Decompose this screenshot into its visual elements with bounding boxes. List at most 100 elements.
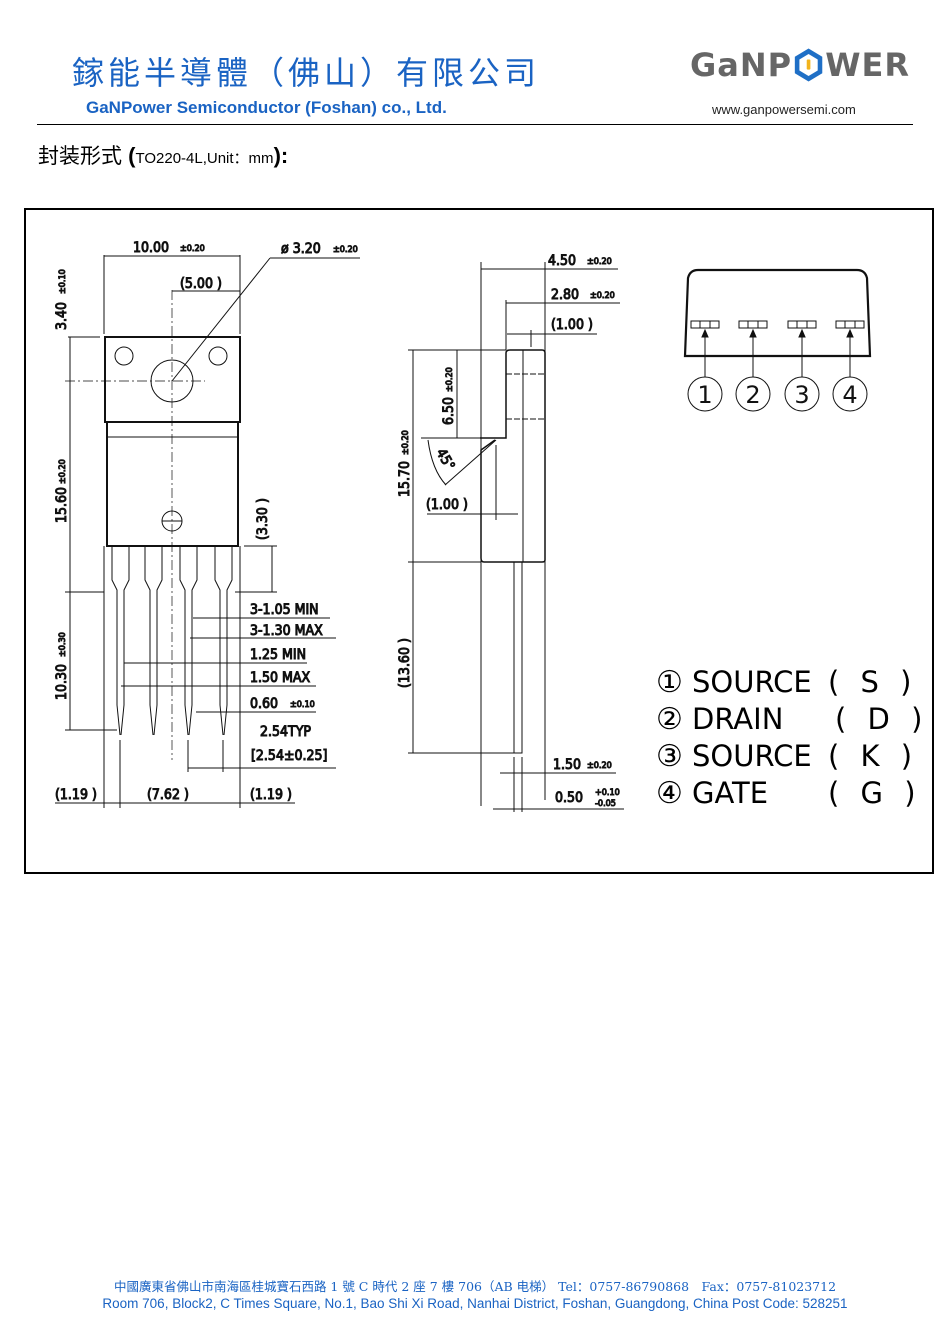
pin-number-1: 1 bbox=[697, 381, 712, 409]
pin-row: ① SOURCE ( S ) bbox=[656, 664, 928, 701]
dim-lead-length: 10.30 bbox=[54, 664, 70, 700]
dim-hole-tol: ±0.20 bbox=[333, 245, 358, 255]
pin-list-abbr: ( G ) bbox=[828, 776, 922, 810]
dim-lead-w4: 1.50 MAX bbox=[250, 670, 311, 686]
pin-number-2: 2 bbox=[745, 381, 760, 409]
angle-arc bbox=[427, 439, 447, 486]
side-lead bbox=[513, 561, 523, 754]
pin-pad-2 bbox=[738, 320, 768, 329]
dim-hole-diameter: ø 3.20 bbox=[281, 241, 321, 257]
dim-lead-ref: (13.60 ) bbox=[397, 638, 413, 688]
footer-address-cn: 中國廣東省佛山市南海區桂城寶石西路 1 號 C 時代 2 座 7 樓 706（A… bbox=[113, 1279, 837, 1294]
package-close-paren: ): bbox=[273, 143, 289, 168]
dim-tab-height: 3.40 bbox=[54, 302, 70, 330]
dim-tab-tol: ±0.10 bbox=[58, 269, 68, 294]
company-name-cn: 鎵能半導體（佛山）有限公司 bbox=[72, 54, 541, 92]
lead-3 bbox=[179, 546, 198, 736]
dim-chamfer: (1.00 ) bbox=[426, 497, 468, 513]
front-body-outline bbox=[106, 421, 239, 547]
dim-upper-tol: ±0.20 bbox=[445, 367, 455, 392]
pin-arrows bbox=[701, 328, 854, 377]
package-spec: TO220-4L,Unit：mm bbox=[135, 150, 274, 167]
footer-address-en: Room 706, Block2, C Times Square, No.1, … bbox=[102, 1296, 848, 1311]
pin-pad-3 bbox=[787, 320, 817, 329]
dim-step-tol: ±0.20 bbox=[590, 291, 615, 301]
header-divider bbox=[37, 124, 913, 125]
pin-assignment-list: ① SOURCE ( S ) ② DRAIN ( D ) ③ SOURCE ( … bbox=[656, 664, 928, 812]
pin-circle-3 bbox=[784, 376, 820, 412]
dim-pitch-tol: [2.54±0.25] bbox=[251, 748, 327, 764]
lead-1 bbox=[111, 546, 130, 736]
chamfer-leader bbox=[444, 439, 497, 486]
pin-list-name: SOURCE bbox=[692, 739, 812, 773]
pin-pads bbox=[690, 320, 865, 329]
lead-2 bbox=[144, 546, 163, 736]
dim-lead-thickness: 0.60 bbox=[250, 696, 278, 712]
pin-number-4: 4 bbox=[842, 381, 857, 409]
pin-list-name: DRAIN bbox=[692, 702, 784, 736]
dim-edge: (1.00 ) bbox=[551, 317, 593, 333]
dim-lead-t-plus: +0.10 bbox=[595, 788, 620, 798]
dim-lead-thickness-tol: ±0.10 bbox=[290, 700, 315, 710]
dim-lower-ref: (3.30 ) bbox=[255, 498, 271, 540]
side-view bbox=[408, 262, 624, 812]
pin-list-name: GATE bbox=[692, 776, 769, 810]
dim-thickness: 4.50 bbox=[548, 253, 576, 269]
hole-leader bbox=[171, 257, 271, 382]
dim-width-tol: ±0.20 bbox=[180, 244, 205, 254]
front-tab-outline bbox=[104, 336, 241, 423]
pin-list-abbr: ( D ) bbox=[835, 702, 929, 736]
pin-list-abbr: ( S ) bbox=[828, 665, 918, 699]
pin-list-abbr: ( K ) bbox=[828, 739, 919, 773]
package-drawing-frame bbox=[24, 208, 934, 874]
dim-lead-t: 0.50 bbox=[555, 790, 583, 806]
pin-diagram bbox=[683, 268, 872, 412]
front-view bbox=[55, 255, 360, 808]
pin-list-name: SOURCE bbox=[692, 665, 812, 699]
website-link[interactable]: www.ganpowersemi.com bbox=[712, 102, 856, 117]
dim-lead-offset: 1.50 bbox=[553, 757, 581, 773]
pin-list-number: ① bbox=[656, 665, 683, 700]
pin-circle-2 bbox=[735, 376, 771, 412]
pin-diagram-body bbox=[683, 268, 872, 358]
lead-4 bbox=[214, 546, 233, 736]
dim-lead-t-minus: -0.05 bbox=[595, 799, 616, 809]
dim-total-tol: ±0.20 bbox=[401, 430, 411, 455]
pin-row: ③ SOURCE ( K ) bbox=[656, 738, 928, 775]
dim-body-height: 15.60 bbox=[54, 487, 70, 523]
dim-thickness-tol: ±0.20 bbox=[587, 257, 612, 267]
package-label-cn: 封装形式 bbox=[38, 144, 122, 168]
dim-step: 2.80 bbox=[551, 287, 579, 303]
ganpower-logo: GaNP WER bbox=[690, 42, 910, 88]
dim-total: 15.70 bbox=[397, 461, 413, 497]
pin-list-number: ② bbox=[656, 702, 683, 737]
dim-width: 10.00 bbox=[133, 240, 169, 256]
pin-number-3: 3 bbox=[794, 381, 809, 409]
pin-circle-4 bbox=[832, 376, 868, 412]
dim-edge-left: (1.19 ) bbox=[55, 787, 97, 803]
package-open-paren: ( bbox=[122, 143, 136, 168]
dim-lead-w3: 1.25 MIN bbox=[250, 647, 306, 663]
pin-pad-4 bbox=[835, 320, 865, 329]
dim-edge-right: (1.19 ) bbox=[250, 787, 292, 803]
dim-lead-tol: ±0.30 bbox=[58, 632, 68, 657]
logo-text-right: WER bbox=[825, 46, 910, 84]
pin-row: ④ GATE ( G ) bbox=[656, 775, 928, 812]
logo-text-left: GaNP bbox=[690, 46, 793, 84]
logo-hexagon-icon bbox=[794, 48, 823, 82]
dim-lead-w2: 3-1.30 MAX bbox=[250, 623, 323, 639]
front-leads bbox=[111, 546, 233, 736]
left-notch bbox=[114, 346, 134, 366]
dim-lead-offset-tol: ±0.20 bbox=[587, 761, 612, 771]
dim-half-width: (5.00 ) bbox=[180, 276, 222, 292]
dim-lead-w1: 3-1.05 MIN bbox=[250, 602, 319, 618]
right-notch bbox=[208, 346, 228, 366]
pin-list-number: ③ bbox=[656, 739, 683, 774]
side-body-outline bbox=[480, 349, 546, 563]
pin-circle-1 bbox=[687, 376, 723, 412]
dim-upper: 6.50 bbox=[441, 397, 457, 425]
pin-pad-1 bbox=[690, 320, 720, 329]
dim-span: (7.62 ) bbox=[147, 787, 189, 803]
pin-list-number: ④ bbox=[656, 776, 683, 811]
